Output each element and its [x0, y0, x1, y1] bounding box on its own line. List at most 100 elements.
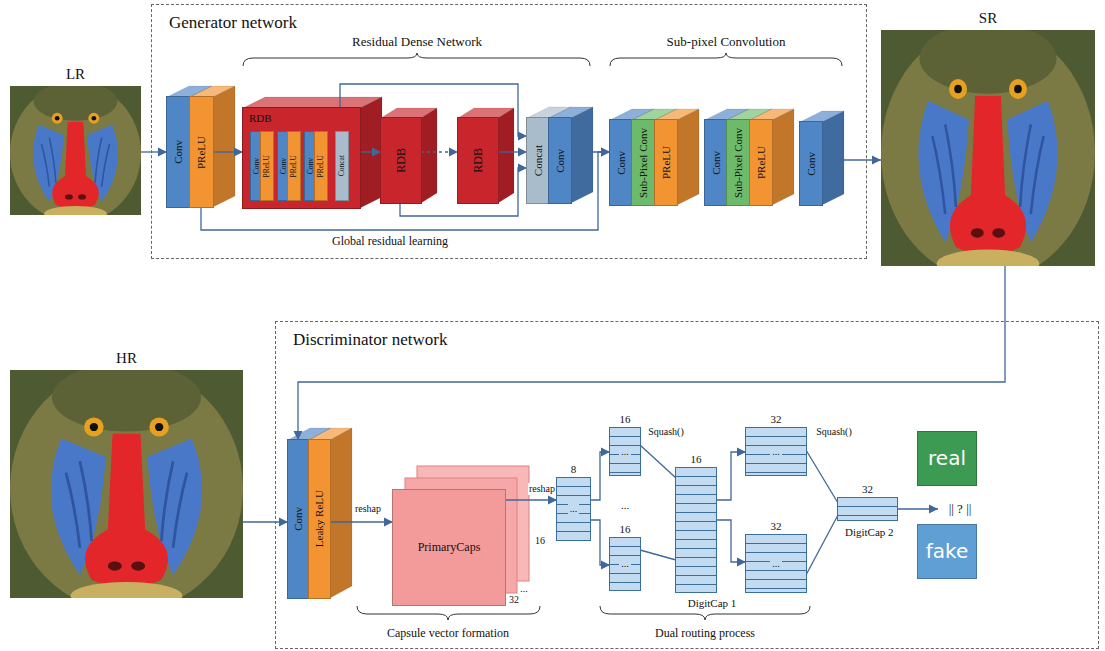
layer-name: PReLU: [263, 155, 271, 178]
annotation: DigitCap 1: [688, 597, 737, 610]
layer-name: PReLU: [290, 155, 298, 178]
connector: [822, 159, 881, 160]
layer-block: PReLU: [261, 132, 273, 200]
annotation: ...: [520, 583, 528, 595]
connector: [360, 151, 381, 152]
layer-block: PReLU: [190, 97, 213, 207]
block-face: [571, 107, 593, 203]
block-face: [727, 109, 749, 205]
capsule-vector: 16...: [610, 538, 640, 590]
layer-block: PReLU: [288, 132, 300, 200]
dimension-number: 16: [598, 413, 652, 426]
layer-name: Conv: [616, 151, 627, 175]
dense-block: RDBConvPReLUConvPReLUConvPReLUConcat: [243, 108, 360, 208]
capsule-vector: 16...: [610, 428, 640, 475]
ellipsis: ...: [619, 447, 631, 457]
ellipsis: ...: [770, 447, 782, 457]
image-label: HR: [0, 350, 263, 367]
layer-name: Conv: [555, 149, 566, 173]
capsule-vector: 16: [676, 468, 716, 592]
bracket: [243, 53, 590, 66]
layer-name: Concat: [338, 155, 346, 176]
layer-name: Leaky ReLU: [314, 490, 325, 547]
region-title: Generator network: [169, 13, 297, 33]
layer-block: Conv: [549, 118, 571, 203]
connector: [806, 515, 838, 575]
block-face: [360, 97, 382, 208]
output-name: fake: [926, 540, 968, 563]
block-face: [213, 86, 235, 207]
capsule-vector: 32DigitCap 2: [838, 498, 897, 520]
ellipsis: ...: [619, 559, 631, 569]
bracket: [610, 53, 842, 66]
output-arrow: [897, 508, 938, 509]
image-panel: HR: [10, 370, 243, 598]
block-face: [750, 109, 772, 205]
block-face: [498, 108, 514, 203]
connector: [716, 520, 746, 562]
layer-block: PReLU: [315, 132, 327, 200]
block-face: [655, 109, 677, 205]
layer-name: Sub-Pixel Conv: [733, 128, 744, 198]
layer-name: Conv: [253, 158, 261, 174]
layer-name: RDB: [472, 148, 484, 173]
layer-name: Conv: [173, 140, 184, 164]
output-box: real: [918, 432, 976, 485]
network-region: Discriminator networkConvLeaky ReLUPrima…: [276, 322, 1098, 648]
annotation: || ? ||: [949, 502, 972, 517]
block-face: [549, 107, 571, 203]
layer-block: Conv: [288, 440, 309, 598]
ellipsis: ...: [568, 504, 580, 514]
connector: [640, 550, 676, 560]
block-face: [632, 109, 654, 205]
annotation: Squash(): [816, 426, 852, 438]
block-face: [330, 428, 352, 598]
annotation: 32: [509, 594, 519, 606]
annotation: Capsule vector formation: [387, 627, 509, 641]
layer-block: PReLU: [750, 120, 772, 205]
connector: [806, 450, 838, 503]
output-box: fake: [918, 525, 976, 578]
layer-block: Conv: [800, 122, 822, 205]
layer-name: PReLU: [661, 146, 672, 179]
layer-block: RDB: [458, 118, 498, 203]
image-label: LR: [0, 66, 161, 83]
capsule-vector: 8...: [557, 478, 590, 540]
block-face: [190, 86, 212, 207]
connector: [340, 84, 527, 136]
image-panel: LR: [10, 86, 141, 215]
block-face: [243, 97, 382, 108]
layer-block: Conv: [610, 120, 632, 205]
layer-name: RDB: [395, 148, 407, 173]
block-face: [309, 428, 331, 598]
region-title: Discriminator network: [293, 330, 447, 350]
edge-label: reshap: [528, 483, 556, 495]
dimension-number: 32: [734, 520, 818, 533]
layer-name: PReLU: [756, 146, 767, 179]
layer-block: Conv: [705, 120, 727, 205]
dimension-number: 32: [826, 483, 909, 496]
caps-name: DigitCap 2: [845, 526, 894, 539]
block-face: [677, 109, 699, 205]
block-face: [822, 111, 844, 205]
layer-name: Concat: [533, 145, 544, 176]
layer-name: Conv: [280, 158, 288, 174]
output-name: real: [928, 447, 966, 470]
annotation: Dual routing process: [655, 627, 755, 641]
connector: [505, 499, 557, 500]
connector: [590, 520, 610, 565]
connector: [213, 151, 243, 152]
image-panel: SR: [881, 30, 1095, 266]
connector: [421, 151, 458, 152]
layer-block: RDB: [381, 118, 421, 203]
annotation: ...: [621, 499, 629, 512]
mandrill-image: [10, 363, 243, 612]
annotation: Squash(): [648, 426, 684, 438]
layer-block: Concat: [336, 132, 348, 200]
capsule-vector: 32...: [746, 428, 806, 475]
connector: [716, 452, 746, 500]
layer-name: Conv: [711, 151, 722, 175]
connector: [590, 452, 610, 500]
connector: [141, 151, 167, 152]
